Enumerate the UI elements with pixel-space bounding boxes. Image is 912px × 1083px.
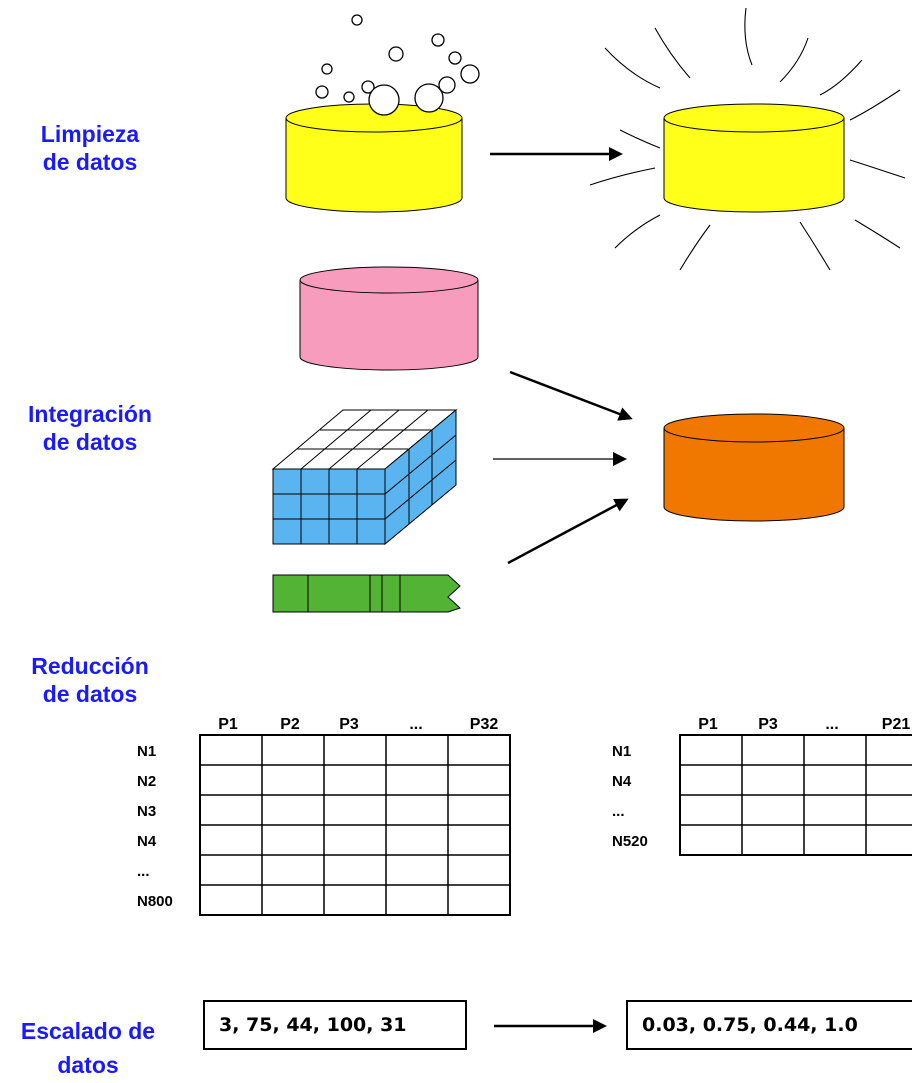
table-row-header: ... xyxy=(137,863,150,880)
table-col-header: P2 xyxy=(280,716,300,733)
clean-database-icon xyxy=(663,103,845,213)
table-row-header: N4 xyxy=(612,773,632,790)
pink-database-icon xyxy=(299,266,479,371)
table-col-header: ... xyxy=(825,716,838,733)
table-row-header: N2 xyxy=(137,773,156,790)
integration-arrow-bottom xyxy=(507,498,629,565)
data-cube-icon xyxy=(271,408,458,546)
table-col-header: P3 xyxy=(758,716,778,733)
table-col-header: P32 xyxy=(470,716,499,733)
table-row-header: N800 xyxy=(137,893,173,910)
table-col-header: P21 xyxy=(882,716,911,733)
table-row-header: N1 xyxy=(137,743,156,760)
table-col-header: P3 xyxy=(339,716,359,733)
table-row-header: ... xyxy=(612,803,625,820)
scaling-output-box: 0.03, 0.75, 0.44, 1.0 xyxy=(626,1000,912,1050)
integration-arrow-top xyxy=(509,370,633,421)
table-row-header: N1 xyxy=(612,743,631,760)
green-flag-icon xyxy=(272,574,461,613)
orange-database-icon xyxy=(663,413,845,522)
bubbles-icon xyxy=(315,14,480,116)
scaling-input-box: 3, 75, 44, 100, 31 xyxy=(203,1000,467,1050)
table-col-header: P1 xyxy=(698,716,718,733)
table-col-header: P1 xyxy=(218,716,238,733)
table-row-header: N520 xyxy=(612,833,648,850)
dirty-database-icon xyxy=(285,103,463,213)
table-col-header: ... xyxy=(409,716,422,733)
shine-rays-icon xyxy=(589,7,906,271)
table-row-header: N4 xyxy=(137,833,157,850)
table-row-header: N3 xyxy=(137,803,156,820)
